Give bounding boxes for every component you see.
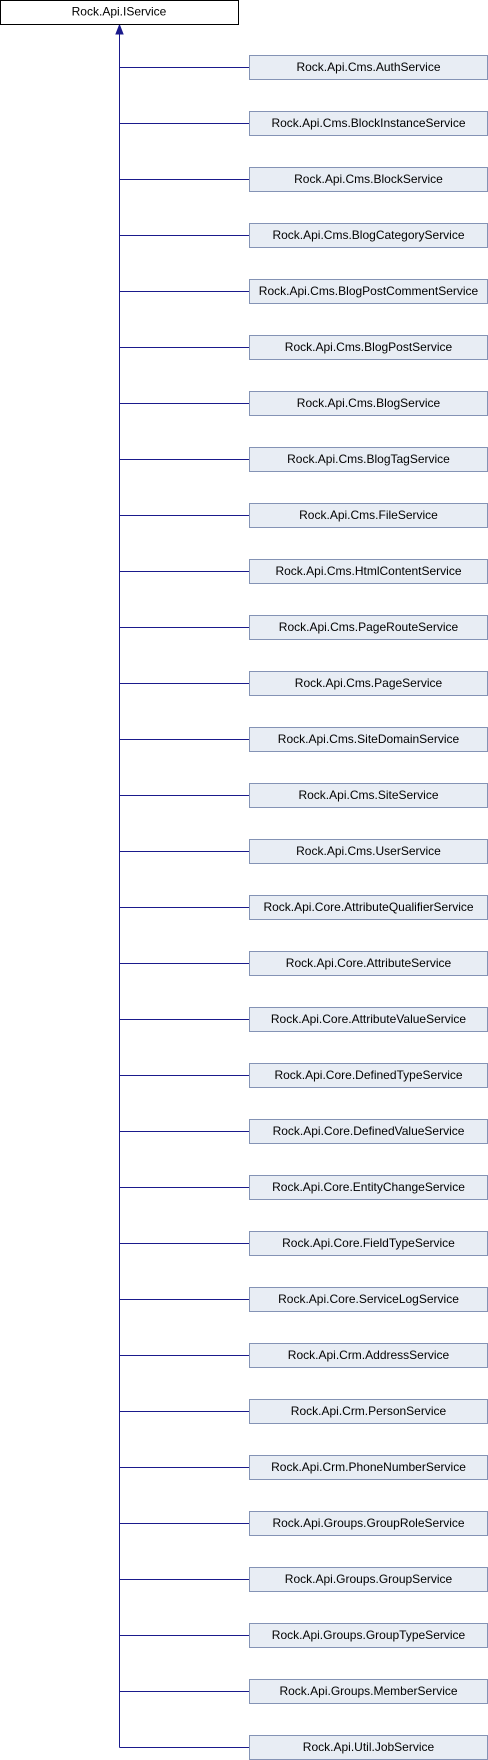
class-node-label: Rock.Api.Cms.BlogPostService	[285, 340, 453, 354]
class-node[interactable]: Rock.Api.Core.FieldTypeService	[249, 1231, 488, 1256]
class-node-box	[249, 335, 488, 360]
class-node[interactable]: Rock.Api.Cms.UserService	[249, 839, 488, 864]
class-node-label: Rock.Api.Cms.SiteDomainService	[278, 732, 460, 746]
class-node-box	[249, 1287, 488, 1312]
class-node[interactable]: Rock.Api.Cms.BlockInstanceService	[249, 111, 488, 136]
class-node-box	[249, 55, 488, 80]
class-node-label: Rock.Api.Core.ServiceLogService	[278, 1292, 459, 1306]
class-node[interactable]: Rock.Api.Util.JobService	[249, 1735, 488, 1760]
class-node-label: Rock.Api.Util.JobService	[303, 1740, 435, 1754]
class-node-label: Rock.Api.Core.DefinedValueService	[273, 1124, 465, 1138]
class-node-label: Rock.Api.Cms.HtmlContentService	[275, 564, 461, 578]
class-node-label: Rock.Api.Core.DefinedTypeService	[274, 1068, 462, 1082]
class-node-label: Rock.Api.Cms.BlogTagService	[287, 452, 450, 466]
class-node[interactable]: Rock.Api.Core.EntityChangeService	[249, 1175, 488, 1200]
class-node-box	[249, 615, 488, 640]
class-node-box	[249, 1567, 488, 1592]
class-node-box	[249, 1343, 488, 1368]
class-node[interactable]: Rock.Api.Core.AttributeValueService	[249, 1007, 488, 1032]
root-node[interactable]: Rock.Api.IService	[0, 0, 239, 25]
class-node-label: Rock.Api.Core.AttributeValueService	[271, 1012, 467, 1026]
class-node-box	[249, 1455, 488, 1480]
class-node-label: Rock.Api.Crm.AddressService	[288, 1348, 450, 1362]
class-node-label: Rock.Api.Cms.BlogService	[297, 396, 441, 410]
class-node[interactable]: Rock.Api.Core.DefinedTypeService	[249, 1063, 488, 1088]
class-node[interactable]: Rock.Api.Cms.AuthService	[249, 55, 488, 80]
class-node-box	[249, 167, 488, 192]
class-node-label: Rock.Api.Groups.GroupTypeService	[272, 1628, 466, 1642]
class-node[interactable]: Rock.Api.Cms.BlogCategoryService	[249, 223, 488, 248]
class-node[interactable]: Rock.Api.Crm.PersonService	[249, 1399, 488, 1424]
class-node[interactable]: Rock.Api.Crm.AddressService	[249, 1343, 488, 1368]
class-node-box	[249, 895, 488, 920]
class-node-label: Rock.Api.Cms.FileService	[299, 508, 438, 522]
class-node[interactable]: Rock.Api.Cms.BlogPostService	[249, 335, 488, 360]
class-node[interactable]: Rock.Api.Cms.BlogPostCommentService	[249, 279, 488, 304]
class-node-label: Rock.Api.Cms.BlogPostCommentService	[259, 284, 479, 298]
class-node[interactable]: Rock.Api.Cms.BlogService	[249, 391, 488, 416]
class-node-box	[249, 559, 488, 584]
inheritance-arrowhead	[115, 23, 124, 35]
class-node[interactable]: Rock.Api.Cms.PageRouteService	[249, 615, 488, 640]
edges-layer	[115, 23, 250, 1748]
class-node[interactable]: Rock.Api.Cms.SiteService	[249, 783, 488, 808]
class-node-label: Rock.Api.Crm.PhoneNumberService	[271, 1460, 466, 1474]
class-node-label: Rock.Api.Cms.UserService	[296, 844, 441, 858]
class-node-box	[249, 1399, 488, 1424]
class-node-label: Rock.Api.Core.FieldTypeService	[282, 1236, 455, 1250]
class-node-box	[249, 783, 488, 808]
class-node[interactable]: Rock.Api.Cms.HtmlContentService	[249, 559, 488, 584]
class-node-box	[249, 223, 488, 248]
class-node-label: Rock.Api.Core.EntityChangeService	[272, 1180, 465, 1194]
class-node[interactable]: Rock.Api.Cms.BlogTagService	[249, 447, 488, 472]
class-node-label: Rock.Api.Cms.SiteService	[298, 788, 438, 802]
root-node-label: Rock.Api.IService	[72, 5, 167, 19]
class-node-label: Rock.Api.Cms.BlogCategoryService	[272, 228, 464, 242]
class-node-label: Rock.Api.Groups.MemberService	[279, 1684, 457, 1698]
class-node[interactable]: Rock.Api.Core.AttributeQualifierService	[249, 895, 488, 920]
class-node-box	[249, 1231, 488, 1256]
class-node-box	[249, 1735, 488, 1760]
class-node-box	[249, 1175, 488, 1200]
class-node[interactable]: Rock.Api.Groups.GroupTypeService	[249, 1623, 488, 1648]
class-node[interactable]: Rock.Api.Groups.GroupRoleService	[249, 1511, 488, 1536]
class-node-label: Rock.Api.Groups.GroupRoleService	[272, 1516, 464, 1530]
class-node-box	[249, 1063, 488, 1088]
children-layer: Rock.Api.Cms.AuthServiceRock.Api.Cms.Blo…	[249, 55, 488, 1760]
class-node[interactable]: Rock.Api.Cms.SiteDomainService	[249, 727, 488, 752]
class-node-box	[249, 951, 488, 976]
class-node-label: Rock.Api.Cms.PageRouteService	[279, 620, 459, 634]
class-node-label: Rock.Api.Groups.GroupService	[285, 1572, 453, 1586]
class-node[interactable]: Rock.Api.Core.AttributeService	[249, 951, 488, 976]
class-node-box	[249, 279, 488, 304]
class-node-label: Rock.Api.Core.AttributeQualifierService	[263, 900, 473, 914]
class-node-box	[249, 1623, 488, 1648]
class-node[interactable]: Rock.Api.Core.DefinedValueService	[249, 1119, 488, 1144]
class-node-label: Rock.Api.Cms.BlockInstanceService	[271, 116, 465, 130]
class-node-box	[249, 1119, 488, 1144]
class-node[interactable]: Rock.Api.Cms.BlockService	[249, 167, 488, 192]
class-node[interactable]: Rock.Api.Cms.FileService	[249, 503, 488, 528]
class-node-label: Rock.Api.Crm.PersonService	[291, 1404, 447, 1418]
class-node[interactable]: Rock.Api.Core.ServiceLogService	[249, 1287, 488, 1312]
class-node-label: Rock.Api.Cms.BlockService	[294, 172, 443, 186]
class-node-box	[249, 111, 488, 136]
class-node-label: Rock.Api.Core.AttributeService	[286, 956, 452, 970]
class-node-box	[249, 391, 488, 416]
class-node[interactable]: Rock.Api.Cms.PageService	[249, 671, 488, 696]
class-node-label: Rock.Api.Cms.PageService	[295, 676, 443, 690]
class-node-box	[249, 1679, 488, 1704]
class-node[interactable]: Rock.Api.Groups.GroupService	[249, 1567, 488, 1592]
class-node-label: Rock.Api.Cms.AuthService	[296, 60, 440, 74]
class-node[interactable]: Rock.Api.Crm.PhoneNumberService	[249, 1455, 488, 1480]
class-node[interactable]: Rock.Api.Groups.MemberService	[249, 1679, 488, 1704]
